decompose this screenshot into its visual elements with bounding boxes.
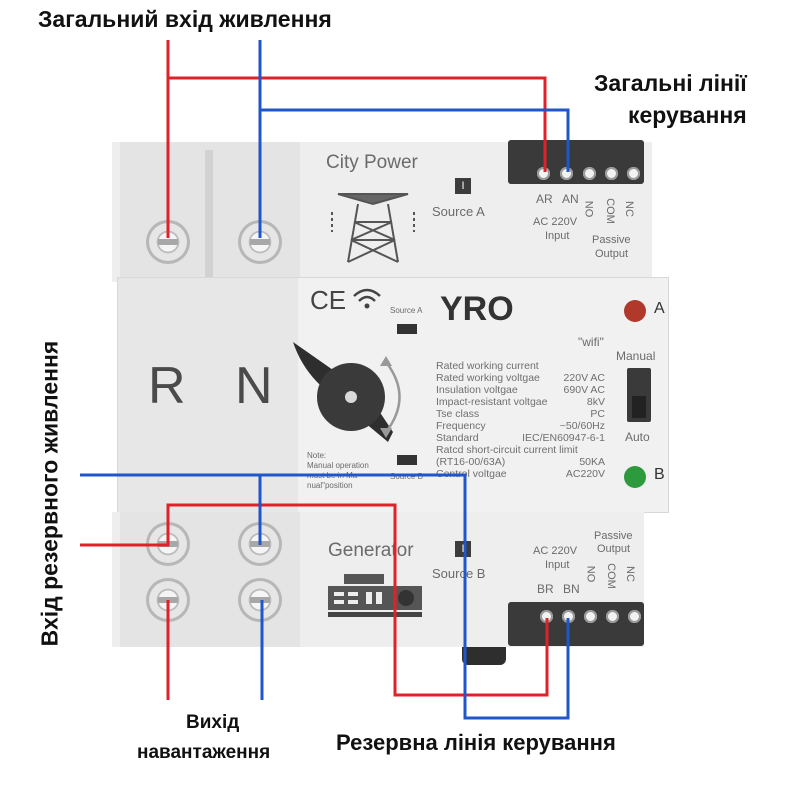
top-passive-label-2: Output: [595, 248, 629, 260]
main-power-input-caption: Загальний вхід живлення: [38, 6, 332, 32]
backup-power-input-caption: Вхід резервного живлення: [36, 340, 63, 647]
spec-value: ~50/60Hz: [559, 420, 605, 432]
bottom-passive-label-2: Output: [597, 543, 631, 555]
terminal-screw-top-right[interactable]: [238, 220, 282, 264]
spec-value: 8kV: [586, 396, 605, 408]
label-ar: AR: [536, 192, 553, 206]
label-bottom-nc: NC: [623, 566, 636, 582]
source-a-small-label: Source A: [390, 306, 423, 315]
load-output-caption-2: навантаження: [137, 742, 271, 763]
label-top-no: NO: [582, 200, 595, 218]
led-a-label: A: [654, 300, 665, 317]
note-line-4: nual"position: [307, 481, 353, 490]
label-top-com: COM: [603, 198, 616, 224]
spec-label: Rated working current: [436, 360, 539, 372]
spec-label: Impact-resistant voltgae: [436, 396, 548, 408]
top-passive-label-1: Passive: [592, 234, 631, 246]
terminal-screw-bottom-left-upper[interactable]: [146, 522, 190, 566]
label-bottom-no: NO: [584, 565, 597, 583]
wifi-icon: [353, 288, 381, 309]
source-a-indicator: [397, 324, 417, 334]
load-output-caption-1: Вихід: [186, 712, 240, 733]
wifi-label: "wifi": [578, 335, 604, 349]
terminal-screw-top-left[interactable]: [146, 220, 190, 264]
label-bottom-com: COM: [604, 563, 617, 589]
terminal-ar[interactable]: [537, 167, 550, 180]
middle-left-housing: [118, 278, 298, 512]
note-line-3: must be in Ma-: [307, 471, 360, 480]
terminal-screw-bottom-right-upper[interactable]: [238, 522, 282, 566]
spec-label: Standard: [436, 432, 479, 444]
spec-label: Frequency: [436, 420, 486, 432]
ce-mark: CE: [310, 285, 347, 315]
city-power-title: City Power: [326, 152, 418, 173]
label-br: BR: [537, 582, 554, 596]
terminal-bottom-no[interactable]: [584, 610, 597, 623]
spec-value: IEC/EN60947-6-1: [522, 432, 605, 444]
terminal-bottom-com[interactable]: [606, 610, 619, 623]
spec-value: AC220V: [565, 468, 605, 480]
note-line-1: Note:: [307, 451, 327, 460]
top-terminal-divider: [205, 150, 213, 280]
terminal-br[interactable]: [540, 610, 553, 623]
top-control-terminal-block: [508, 140, 644, 184]
terminal-an[interactable]: [560, 167, 573, 180]
main-control-lines-caption-2: керування: [628, 102, 747, 128]
label-an: AN: [562, 192, 579, 206]
spec-label: Ratcd short-circuit current limit: [436, 444, 578, 456]
spec-label: Tse class: [436, 408, 480, 420]
source-a-switch-mark: I: [455, 178, 471, 194]
generator-title: Generator: [328, 540, 414, 561]
main-control-lines-caption-1: Загальні лінії: [594, 70, 747, 96]
bottom-input-label-1: AC 220V: [533, 545, 578, 557]
spec-value: 220V AC: [563, 372, 605, 384]
source-a-label: Source A: [432, 204, 485, 219]
brand-logo: YRO: [440, 290, 514, 328]
backup-control-line-caption: Резервна лінія керування: [336, 730, 616, 755]
generator-icon: [328, 574, 422, 617]
label-top-nc: NC: [622, 201, 635, 217]
bottom-tab: [462, 647, 506, 665]
bottom-control-terminal-block: [508, 602, 644, 646]
spec-value: 50KA: [579, 456, 605, 468]
led-b-label: B: [654, 466, 665, 483]
spec-value: PC: [590, 408, 605, 420]
terminal-bn[interactable]: [562, 610, 575, 623]
spec-label: Control voltgae: [436, 468, 507, 480]
terminal-r-label: R: [148, 357, 186, 415]
led-a: [624, 300, 646, 322]
source-b-label: Source B: [432, 566, 486, 581]
terminal-screw-bottom-right-lower[interactable]: [238, 578, 282, 622]
manual-label: Manual: [616, 349, 656, 363]
top-input-label-2: Input: [545, 230, 570, 242]
rotary-knob[interactable]: [288, 332, 418, 452]
terminal-screw-bottom-left-lower[interactable]: [146, 578, 190, 622]
bottom-input-label-2: Input: [545, 559, 570, 571]
auto-label: Auto: [625, 430, 650, 444]
power-tower-icon: [331, 193, 415, 263]
spec-label: Insulation voltgae: [436, 384, 518, 396]
terminal-top-no[interactable]: [583, 167, 596, 180]
spec-value: 690V AC: [563, 384, 605, 396]
led-b: [624, 466, 646, 488]
terminal-top-com[interactable]: [605, 167, 618, 180]
source-b-switch-mark: I: [455, 541, 471, 557]
source-b-indicator: [397, 455, 417, 465]
bottom-passive-label-1: Passive: [594, 530, 633, 542]
label-bn: BN: [563, 582, 580, 596]
spec-label: (RT16-00/63A): [436, 456, 506, 468]
terminal-top-nc[interactable]: [627, 167, 640, 180]
spec-label: Rated working voltgae: [436, 372, 540, 384]
terminal-bottom-nc[interactable]: [628, 610, 641, 623]
manual-auto-slider[interactable]: [632, 396, 646, 418]
top-input-label-1: AC 220V: [533, 216, 578, 228]
source-b-small-label: Source B: [390, 472, 423, 481]
terminal-n-label: N: [235, 357, 273, 415]
note-line-2: Manual operation: [307, 461, 369, 470]
